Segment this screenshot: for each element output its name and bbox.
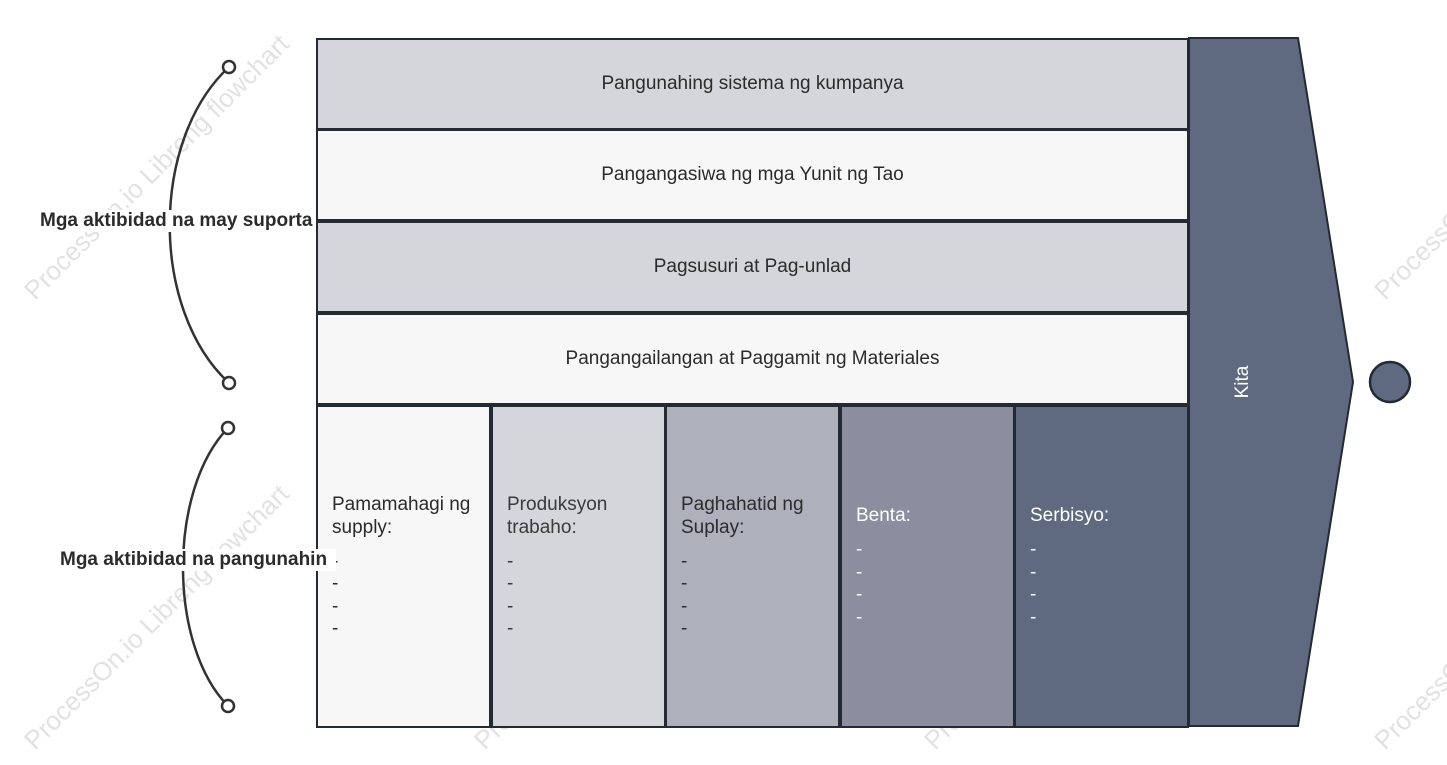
support-row-label: Pangangasiwa ng mga Yunit ng Tao (601, 164, 904, 185)
primary-column-inbound-logistics: Pamamahagi ng supply: - - - - (316, 405, 491, 728)
column-item: - (507, 595, 514, 617)
support-brace-top-handle (221, 59, 237, 75)
column-item: - (681, 550, 688, 572)
column-item: - (681, 595, 688, 617)
column-item: - (332, 618, 339, 639)
primary-column-service: Serbisyo: - - - - (1014, 405, 1189, 728)
column-item: - (1030, 606, 1037, 628)
column-title: Serbisyo: (1030, 505, 1110, 526)
primary-column-outbound-logistics: Paghahatid ng Suplay: - - - - (665, 405, 840, 728)
support-row-label: Pangunahing sistema ng kumpanya (601, 73, 904, 94)
primary-column-operations: Produksyon trabaho: - - - - (491, 405, 666, 728)
column-item: - (332, 595, 339, 617)
support-row-procurement: Pangangailangan at Paggamit ng Materiale… (316, 313, 1189, 405)
column-item: - (856, 584, 863, 605)
column-title: Paghahatid ng Suplay: (681, 493, 804, 538)
column-item: - (856, 606, 863, 628)
primary-brace-top-handle (220, 420, 236, 436)
support-brace-bottom-handle (221, 375, 237, 391)
column-title: Benta: (856, 505, 911, 526)
column-title: Pamamahagi ng supply: (332, 493, 471, 538)
column-item: - (856, 561, 863, 583)
column-item: - (681, 573, 688, 594)
support-row-research-development: Pagsusuri at Pag-unlad (316, 221, 1189, 313)
primary-column-sales: Benta: - - - - (840, 405, 1015, 728)
primary-brace-bottom-handle (220, 698, 236, 714)
column-item: - (681, 618, 688, 639)
column-title: Produksyon trabaho: (507, 493, 608, 538)
column-item: - (507, 573, 514, 594)
column-item: - (1030, 561, 1037, 583)
column-item: - (507, 618, 514, 639)
column-item: - (1030, 584, 1037, 605)
column-item: - (332, 551, 475, 574)
support-row-label: Pagsusuri at Pag-unlad (653, 256, 852, 277)
support-row-label: Pangangailangan at Paggamit ng Materiale… (565, 348, 940, 369)
column-item: - (332, 573, 339, 594)
support-activities-label: Mga aktibidad na may suporta (40, 210, 313, 232)
margin-label: Kita (1232, 365, 1253, 399)
column-item: - (507, 550, 514, 572)
support-row-human-resources: Pangangasiwa ng mga Yunit ng Tao (316, 129, 1189, 221)
column-item: - (856, 539, 863, 560)
support-row-infrastructure: Pangunahing sistema ng kumpanya (316, 38, 1189, 130)
primary-activities-label: Mga aktibidad na pangunahin (60, 549, 336, 571)
margin-arrow-shape (1188, 37, 1355, 727)
column-item: - (1030, 539, 1037, 560)
end-point-circle (1368, 360, 1412, 404)
